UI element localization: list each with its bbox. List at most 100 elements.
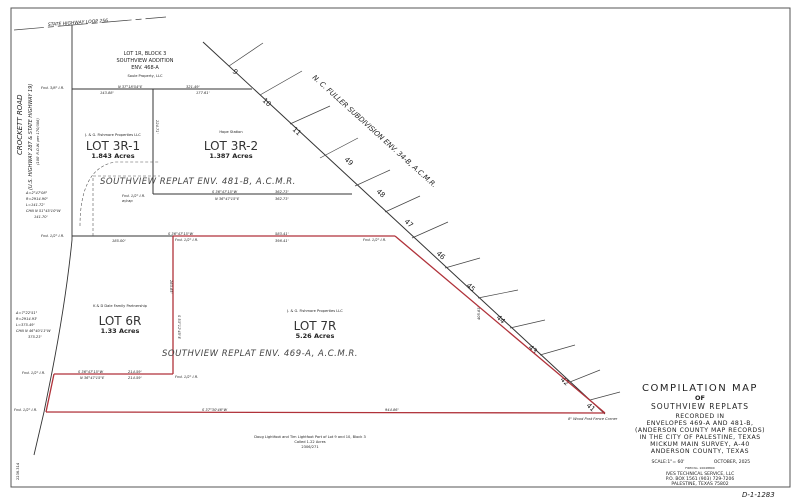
lot-7r-name: LOT 7R <box>294 319 337 333</box>
lot-7r-owner: J. & G. Fishmore Properties LLC <box>286 309 343 313</box>
call-mid-n: N 36°47'15"E <box>215 197 240 201</box>
call-mid-n-dist: 362.73' <box>275 197 289 201</box>
lot-number: 48 <box>375 188 387 200</box>
call-lot7-top: S 36°47'15"W <box>168 232 194 236</box>
lot-number: 11 <box>291 126 303 138</box>
lot-6r-name: LOT 6R <box>99 314 142 328</box>
lot-7r-acres: 5.26 Acres <box>296 332 335 340</box>
lot-3r2-acres: 1.387 Acres <box>209 152 252 160</box>
lot-3r1-acres: 1.843 Acres <box>91 152 134 160</box>
curve-data-1: Δ=2°47'08" R=2914.90" L=141.72' CHN N 51… <box>25 191 61 219</box>
south-owner: Doug Lightfoot and Tim Lightfoot Part of… <box>254 435 366 449</box>
replat-469a-label: SOUTHVIEW REPLAT ENV. 469-A, A.C.M.R. <box>162 349 358 359</box>
curve2-length: L=375.49' <box>16 323 35 327</box>
curve2-chord: CHN N 46°40'11"W <box>16 329 51 333</box>
replat-481b-label: SOUTHVIEW REPLAT ENV. 481-B, A.C.M.R. <box>100 177 296 187</box>
sheet-number: D-1-1283 <box>742 491 775 499</box>
call-diag: 405.63' <box>477 306 481 320</box>
lot-3r1-name: LOT 3R-1 <box>86 139 140 153</box>
south-owner-line1: Doug Lightfoot and Tim Lightfoot Part of… <box>254 435 366 439</box>
call-top-a: 143.88' <box>100 91 114 95</box>
lot-number: 9 <box>231 68 240 77</box>
call-lot6-s: S 36°47'15"W <box>78 370 104 374</box>
curve1-delta: Δ=2°47'08" <box>25 191 48 195</box>
lot-3r-lines <box>72 88 352 237</box>
fnd-iron-2: Fnd. 1/2" I.R. <box>41 234 64 238</box>
map-subtitle: SOUTHVIEW REPLATS <box>651 402 749 411</box>
call-lot7-top-b: 398.41' <box>275 239 289 243</box>
curve1-chord-dist: 141.70' <box>34 215 48 219</box>
title-line: RECORDED IN <box>675 413 724 420</box>
south-owner-line3: 2306/271 <box>301 445 318 449</box>
title-line: MICKUM MAIN SURVEY, A-40 <box>650 441 750 448</box>
call-vert1: 263.65' <box>169 280 173 294</box>
lot-1r-line3: ENV. 468-A <box>131 65 159 71</box>
side-note: 2236.314 <box>16 462 20 480</box>
title-line: IN THE CITY OF PALESTINE, TEXAS <box>639 434 760 441</box>
easement-lines <box>79 161 160 236</box>
call-lot6-s-dist: 214.59' <box>128 370 142 374</box>
company-address: PALESTINE, TEXAS 75802 <box>671 481 728 487</box>
lot-3r1-owner: J. & G. Fishmore Properties LLC <box>84 133 141 137</box>
lot-1r-line2: SOUTHVIEW ADDITION <box>117 58 174 64</box>
call-lot6-n-dist: 214.59' <box>128 376 142 380</box>
call-top-b: 177.61' <box>196 91 210 95</box>
fnd-iron-8: Fnd. 1/2" I.R. <box>14 408 37 412</box>
map-frame <box>10 7 791 488</box>
lot-number: 43 <box>527 344 539 356</box>
lot-6r-acres: 1.33 Acres <box>101 327 140 335</box>
call-west-dist: 185.00' <box>112 239 126 243</box>
company-phone: P.O. BOX 1561 (903) 729-7206 <box>666 476 735 482</box>
call-bottom: S 37°30'46"W <box>202 408 228 412</box>
curve2-chord-dist: 375.23' <box>28 335 42 339</box>
fnd-iron-4: Fnd. 1/2" I.R. <box>175 238 198 242</box>
lot-1r-owner: Soule Property, LLC <box>127 74 163 78</box>
fnd-cap-3: w/cap <box>122 199 133 203</box>
map-date: OCTOBER, 2025 <box>714 459 750 465</box>
lot-6r-owner: K & D Dale Family Partnership <box>93 304 148 308</box>
call-top-dist: 321.49' <box>186 85 200 89</box>
fuller-lot-lines <box>228 42 621 401</box>
call-lot6-n: N 36°47'15"E <box>80 376 105 380</box>
fnd-iron-7: Fnd. 1/2" I.R. <box>175 375 198 379</box>
call-mid-s-dist: 362.73' <box>275 190 289 194</box>
lot-3r2-owner: Hope Station <box>219 130 242 134</box>
curve1-length: L=141.72' <box>26 203 45 207</box>
road-sub: (U.S. HIGHWAY 287 & STATE HIGHWAY 19) <box>28 84 34 190</box>
road-name: CROCKETT ROAD <box>16 94 24 155</box>
lot-number: 41 <box>585 402 597 414</box>
call-lot7-top-dist: 583.41' <box>275 232 289 236</box>
lot-number: 10 <box>261 97 273 109</box>
fnd-iron-6: Fnd. 1/2" I.R. <box>22 371 45 375</box>
curve2-radius: R=2914.93' <box>16 317 37 321</box>
fuller-lot-numbers: 9 10 11 49 48 47 46 45 44 43 42 41 <box>231 68 597 414</box>
map-scale: SCALE:1"= 60' <box>651 459 684 465</box>
curve1-chord: CHN N 51°45'10"W <box>26 209 61 213</box>
firm-number: FIRM No. 10048800 <box>685 466 715 470</box>
map-title: COMPILATION MAP <box>642 383 758 394</box>
title-line: ANDERSON COUNTY, TEXAS <box>651 448 749 455</box>
lot-3r2-name: LOT 3R-2 <box>204 139 258 153</box>
lot-number: 46 <box>435 250 447 262</box>
title-block: COMPILATION MAP OF SOUTHVIEW REPLATS REC… <box>635 383 765 487</box>
south-owner-line2: Called 1.22 Acres <box>294 440 325 444</box>
lot-1r-name: LOT 1R, BLOCK 3 <box>124 51 167 57</box>
curve2-delta: Δ=7°22'51" <box>15 311 38 315</box>
subdivision-label: N. C. FULLER SUBDIVISION ENV. 34-B, A.C.… <box>311 74 438 190</box>
call-lot3-vert: 224.71' <box>155 120 159 134</box>
call-vert2: S 53°12'45"E <box>177 315 181 340</box>
call-mid-s: S 36°47'15"W <box>212 190 238 194</box>
title-line: ENVELOPES 469-A AND 481-B, <box>646 420 753 427</box>
title-line: (ANDERSON COUNTY MAP RECORDS) <box>635 427 765 434</box>
lot-number: 44 <box>495 314 507 326</box>
road-row: (100' R.O.W. per 170/306) <box>36 118 40 165</box>
replat-boundary <box>45 235 606 414</box>
survey-calls: N 37°18'54"E 321.49' 143.88' 177.61' S 3… <box>14 85 618 421</box>
lot-number: 49 <box>343 156 355 168</box>
lot-number: 45 <box>465 282 477 294</box>
highway-centerline <box>13 16 167 31</box>
fuller-boundary <box>202 41 606 415</box>
fnd-iron-1: Fnd. 3/8" I.R. <box>41 86 64 90</box>
lot-number: 47 <box>403 218 415 230</box>
